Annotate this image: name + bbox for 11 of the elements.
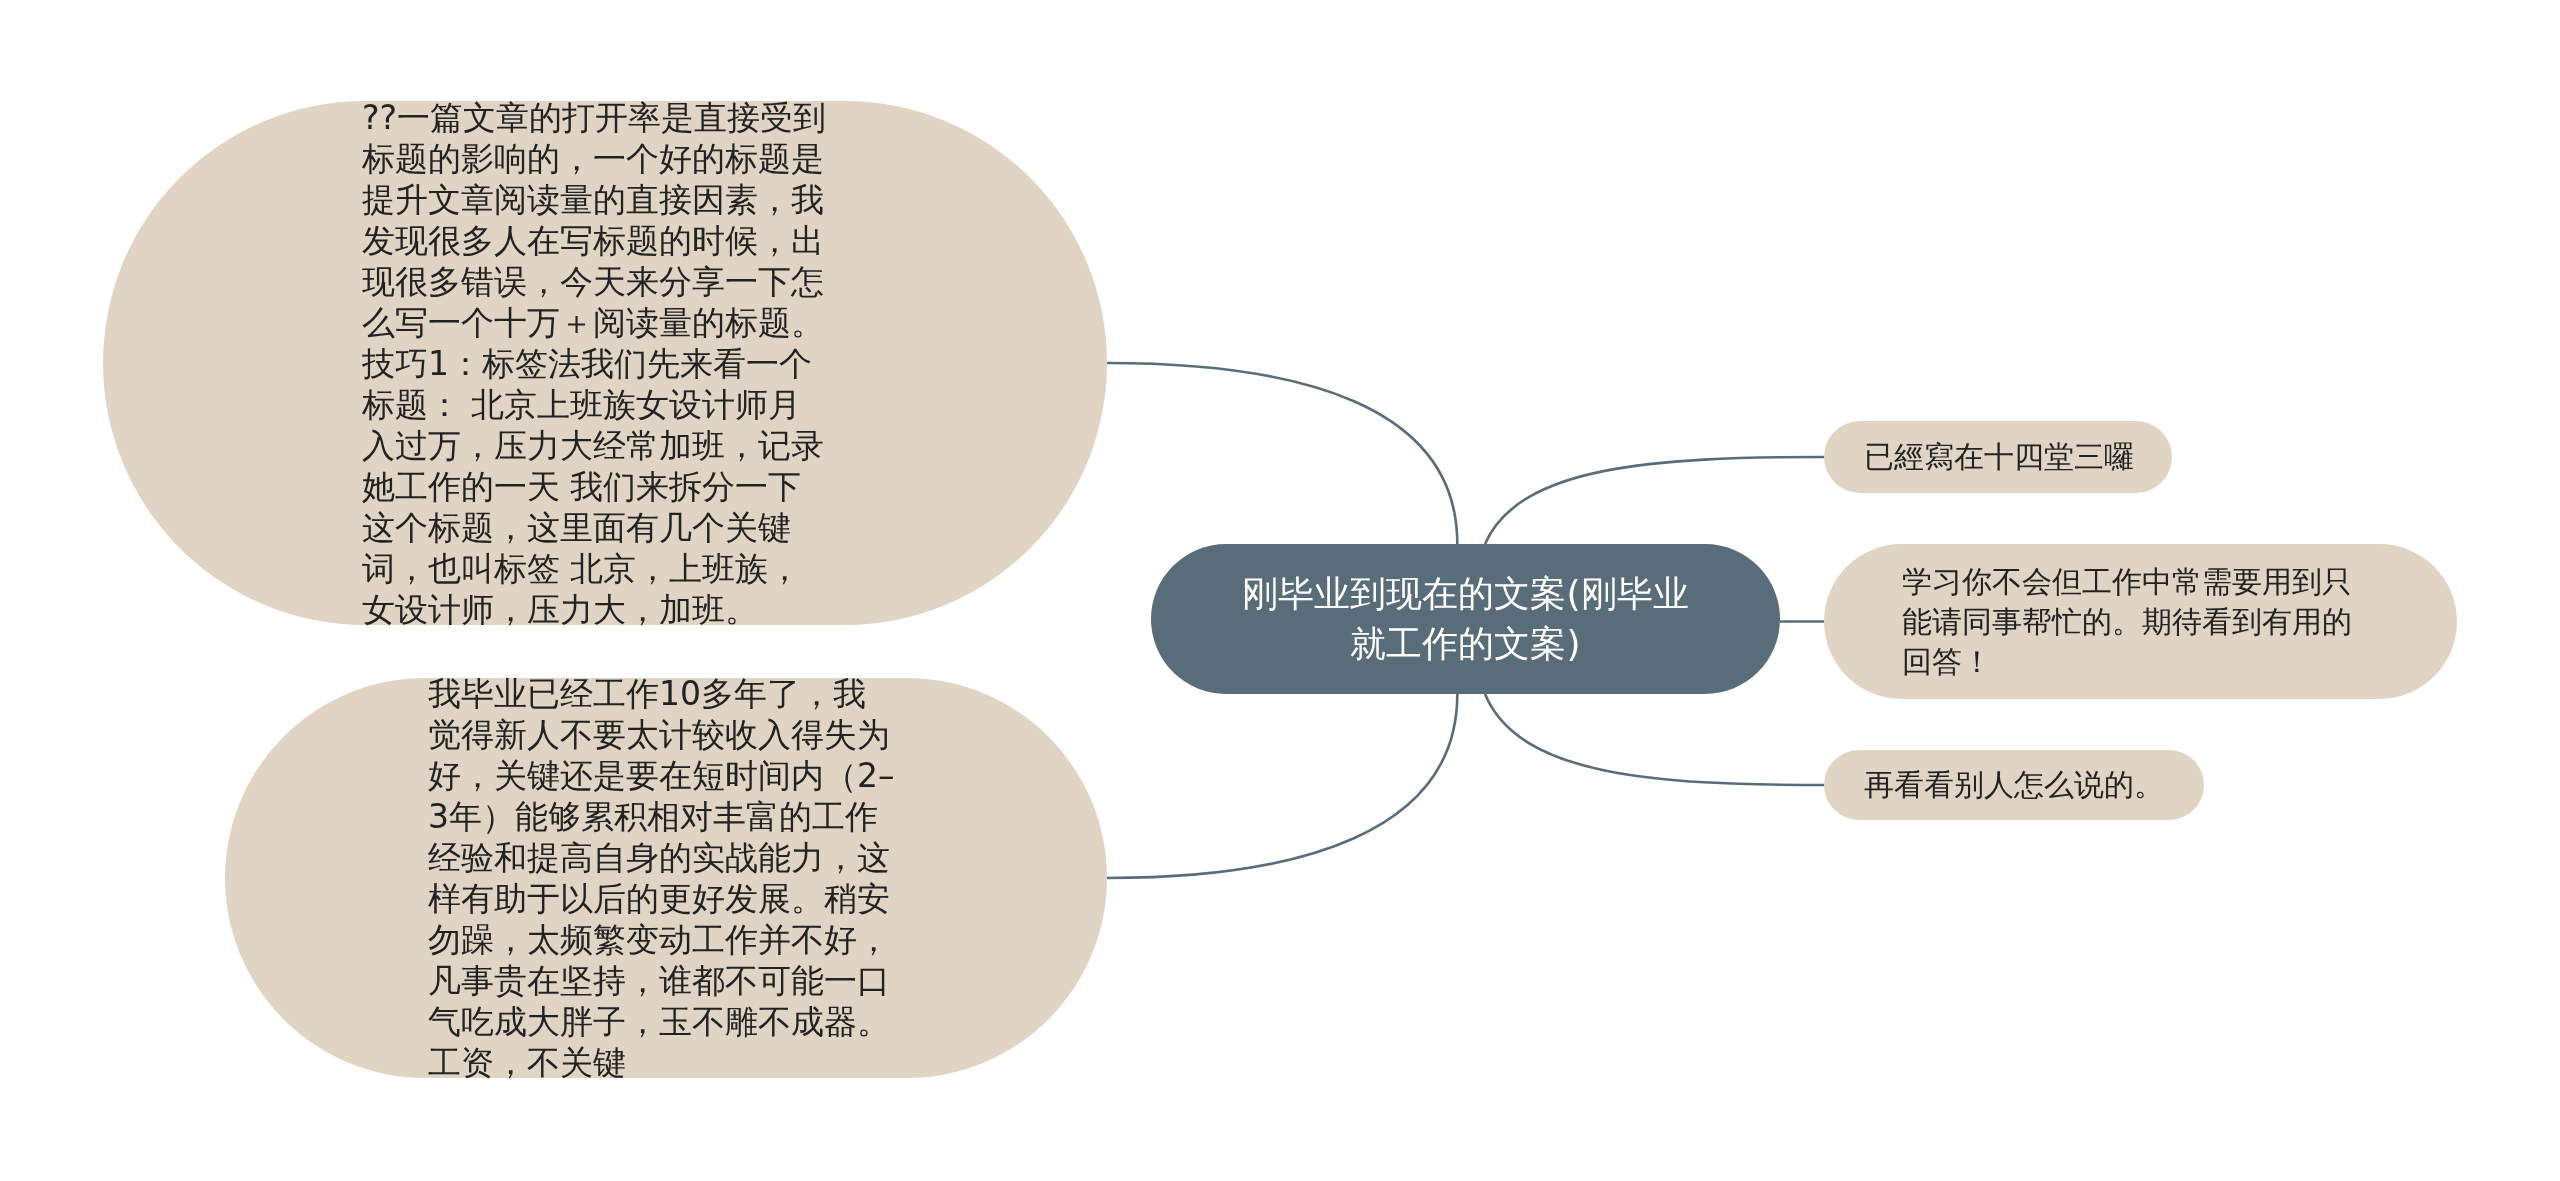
topic-text: 再看看别人怎么说的。 [1864,766,2165,804]
topic-text: 已經寫在十四堂三囉 [1864,438,2135,476]
connector-line [1483,693,1824,787]
connector-line [1106,361,1459,545]
topic-text: 学习你不会但工作中常需要用到只能请同事帮忙的。期待看到有用的回答！ [1902,562,2353,681]
topic-text: 刚毕业到现在的文案(刚毕业就工作的文案) [1241,572,1690,666]
topic-text: ??一篇文章的打开率是直接受到标题的影响的，一个好的标题是提升文章阅读量的直接因素，我发现很多人在写标题的时候，出现很多错误，今天来分享一下怎么写一个十万＋阅读量的标题。技巧1：标签法我们先来看一个标题： 北京上班族女设计师月入过万，压力大经常加班，记录她工作的一天 我们来拆分一下这个标题，这里面有几个关键词，也叫标签 北京，上班族，女设计师，压力大，加班。 [362,96,828,630]
connector-line [1483,455,1824,545]
connector-line [1106,693,1459,880]
topic-text: 我毕业已经工作10多年了，我觉得新人不要太计较收入得失为好，关键还是要在短时间内（2–3年）能够累积相对丰富的工作经验和提高自身的实战能力，这样有助于以后的更好发展。稍安勿躁，太频繁变动工作并不好，凡事贵在坚持，谁都不可能一口气吃成大胖子，玉不雕不成器。工资，不关键 [428,673,896,1083]
connector-line [1780,620,1824,623]
